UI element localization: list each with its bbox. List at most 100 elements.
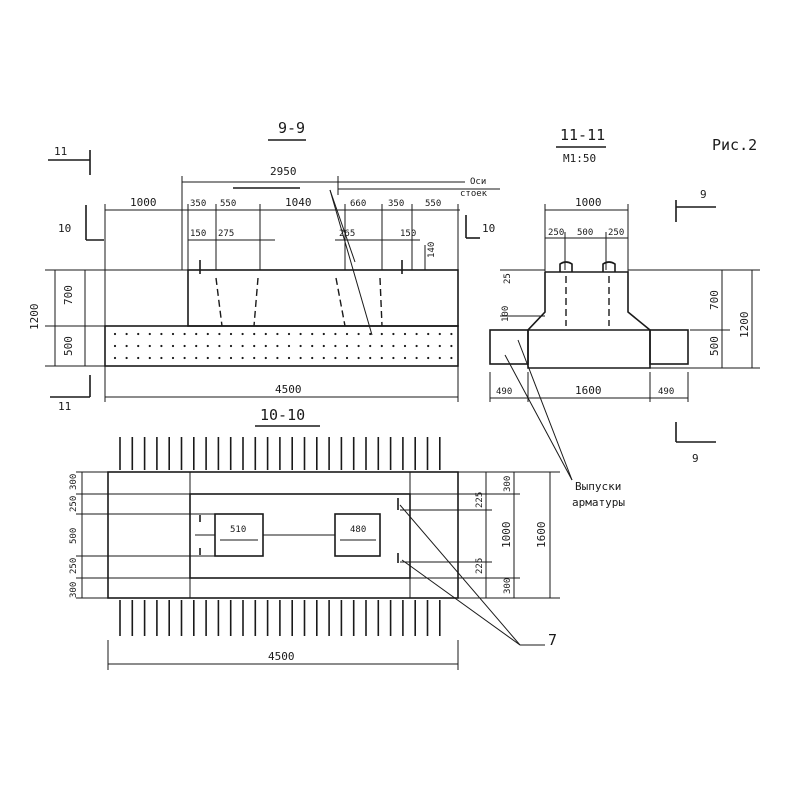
slab-dot — [183, 344, 186, 348]
slab-dot — [403, 344, 407, 348]
slab-dot — [450, 356, 453, 360]
cut-mark-9-top-label: 9 — [700, 188, 707, 201]
slab-dot — [113, 344, 117, 348]
slab-dot — [206, 332, 209, 336]
dim-1600-b: 1600 — [535, 522, 548, 549]
slab-dot — [264, 344, 267, 348]
dim-1000: 1000 — [130, 196, 157, 209]
slab-dot — [113, 332, 117, 336]
slab-dot — [276, 344, 279, 348]
slab-dot — [195, 356, 198, 360]
slab-dot — [253, 356, 256, 360]
slab-dot — [357, 356, 360, 360]
slab-dot — [264, 356, 267, 360]
rebar-bars-top — [119, 437, 441, 470]
slab-dot — [299, 332, 302, 336]
slab-dot — [160, 356, 163, 360]
cut-mark-11-top-label: 11 — [54, 145, 67, 158]
dim-1200-b: 1200 — [738, 312, 751, 339]
cut-mark-10-right: 10 — [465, 215, 495, 239]
slab-dot — [148, 356, 151, 360]
cut-mark-11-bottom-label: 11 — [58, 400, 71, 413]
dim-250-b: 250 — [608, 228, 624, 238]
section-10-10: 10-10 510 480 300 250 500 — [69, 406, 560, 670]
dim-275: 275 — [218, 229, 234, 239]
plan-inner — [189, 493, 411, 579]
section-11-11-title: 11-11 — [560, 126, 605, 144]
dim-660: 660 — [350, 199, 366, 209]
rebar-right — [649, 329, 689, 365]
slab-dot — [369, 332, 372, 336]
slab-dot — [334, 356, 337, 360]
slab-dot — [195, 344, 198, 348]
upper-block — [187, 269, 459, 327]
slab-dot — [380, 344, 383, 348]
axes-note-2: стоек — [460, 189, 488, 199]
dim-right-225-a: 225 — [475, 492, 485, 508]
slab-dot — [160, 344, 163, 348]
dim-1200: 1200 — [28, 304, 41, 331]
cut-mark-9-top: 9 — [675, 188, 716, 222]
section-9-9-title: 9-9 — [278, 119, 305, 137]
slab-dot — [357, 332, 360, 336]
section-11-11: 11-11 М1:50 9 9 1000 250 500 250 — [489, 126, 760, 465]
cut-mark-10-left-label: 10 — [58, 222, 71, 235]
slab-dot — [229, 332, 233, 336]
slab-dot — [137, 332, 140, 336]
slab-dot — [276, 332, 279, 336]
slab-dot — [438, 332, 441, 336]
scale-label: М1:50 — [563, 152, 596, 165]
dim-490-b: 490 — [658, 387, 674, 397]
slab-dot — [148, 344, 151, 348]
slab-dot — [415, 332, 418, 336]
dim-right-300-b: 300 — [503, 578, 513, 594]
pedestal-outline — [527, 271, 651, 369]
slab-dot — [253, 344, 256, 348]
slab-dot — [113, 356, 117, 360]
section-10-10-title: 10-10 — [260, 406, 305, 424]
slab-dot — [415, 356, 418, 360]
cut-mark-10-left: 10 — [58, 205, 104, 241]
pad-right — [334, 513, 381, 557]
slab-dot — [403, 356, 407, 360]
dim-right-1000: 1000 — [500, 522, 513, 549]
slab-dot — [438, 356, 441, 360]
dim-500: 500 — [62, 336, 75, 356]
dim-1040: 1040 — [285, 196, 312, 209]
slab-dot — [160, 332, 163, 336]
slab-dot — [380, 356, 383, 360]
slab-dot — [218, 344, 221, 348]
dim-left-300-a: 300 — [69, 474, 79, 490]
dim-250-a: 250 — [548, 228, 564, 238]
slab-dot — [241, 332, 244, 336]
dim-100: 100 — [501, 306, 511, 322]
dim-510: 510 — [230, 525, 246, 535]
slab-dot — [392, 356, 395, 360]
slab-dot — [357, 344, 360, 348]
slab-dot — [450, 344, 453, 348]
rebar-callout: Выпуски арматуры — [504, 339, 625, 509]
slab-dot — [311, 332, 314, 336]
dim-550-b: 550 — [425, 199, 441, 209]
slab-dot — [427, 344, 430, 348]
slab-dot — [345, 332, 349, 336]
lower-slab — [104, 325, 459, 367]
slab-dot — [322, 356, 325, 360]
pad-left — [214, 513, 264, 557]
dim-500-c: 500 — [708, 336, 721, 356]
slab-dot — [322, 344, 325, 348]
slab-dot — [264, 332, 267, 336]
dim-150-a: 150 — [190, 229, 206, 239]
dim-4500-b: 4500 — [268, 650, 295, 663]
slab-dot — [334, 332, 337, 336]
dim-550-a: 550 — [220, 199, 236, 209]
rebar-callout-line2: арматуры — [572, 496, 625, 509]
slab-dot — [415, 344, 418, 348]
slab-dot — [125, 332, 128, 336]
dim-700: 700 — [62, 285, 75, 305]
slab-dot — [253, 332, 256, 336]
slab-dot — [392, 332, 395, 336]
slab-dot — [345, 356, 349, 360]
cut-mark-10-right-label: 10 — [482, 222, 495, 235]
